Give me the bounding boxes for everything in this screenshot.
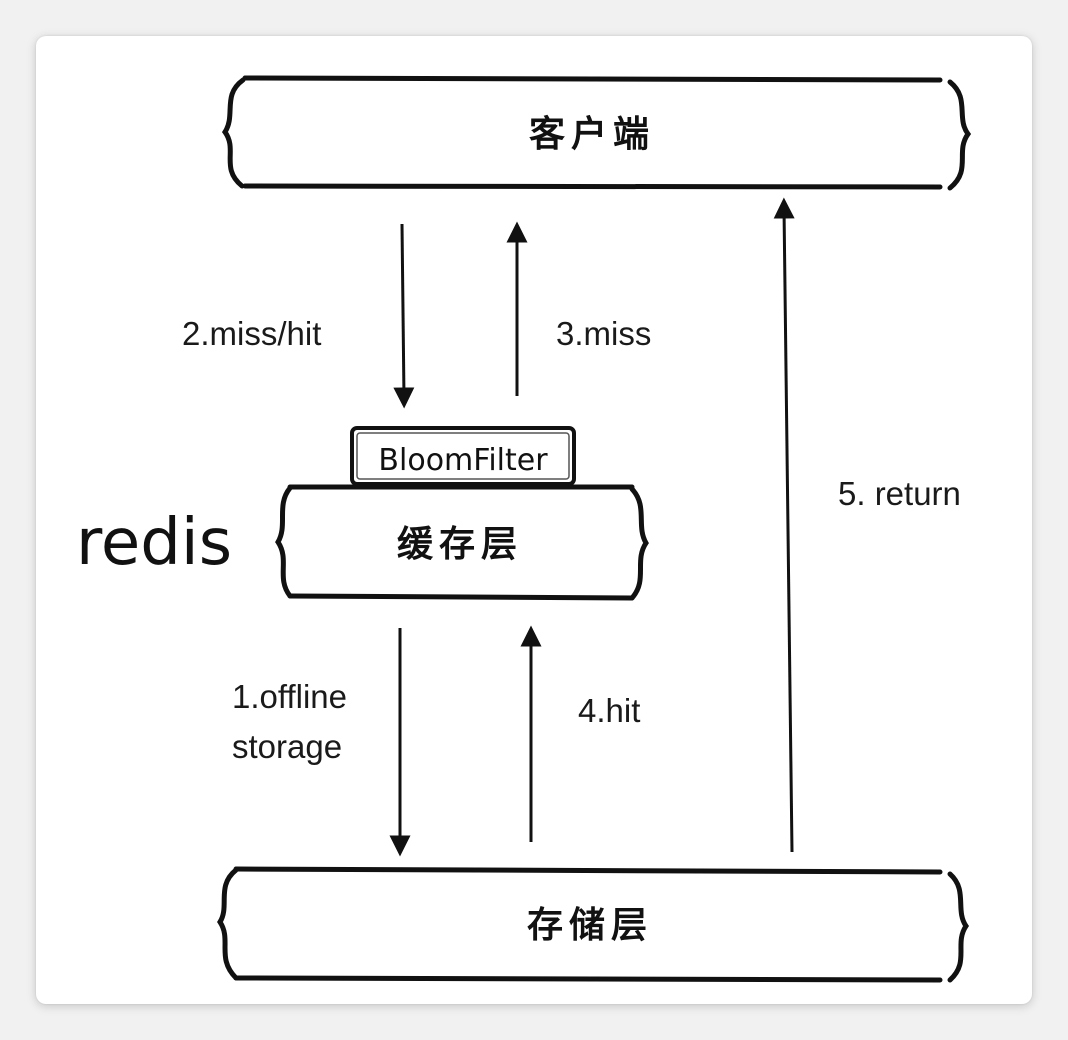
storage-label: 存储层 bbox=[527, 904, 653, 946]
label-return: 5. return bbox=[838, 475, 961, 512]
arrow-return bbox=[773, 197, 795, 853]
client-label: 客户端 bbox=[529, 113, 655, 155]
diagram-card bbox=[36, 36, 1032, 1004]
storage-layer: 存储层 bbox=[217, 866, 970, 983]
label-hit: 4.hit bbox=[578, 692, 640, 729]
arrow-miss-hit bbox=[393, 223, 415, 409]
label-miss: 3.miss bbox=[556, 315, 651, 352]
bloom-filter-box: BloomFilter bbox=[350, 426, 576, 486]
label-miss-hit: 2.miss/hit bbox=[182, 315, 321, 352]
cache-label: 缓存层 bbox=[397, 523, 523, 565]
client-layer: 客户端 bbox=[221, 75, 972, 191]
cache-layer: 缓存层 bbox=[275, 484, 649, 601]
redis-label: redis bbox=[76, 506, 232, 580]
bloom-filter-label: BloomFilter bbox=[378, 443, 548, 478]
label-offline-line1: 1.offline bbox=[232, 678, 347, 715]
label-offline-line2: storage bbox=[232, 728, 342, 765]
